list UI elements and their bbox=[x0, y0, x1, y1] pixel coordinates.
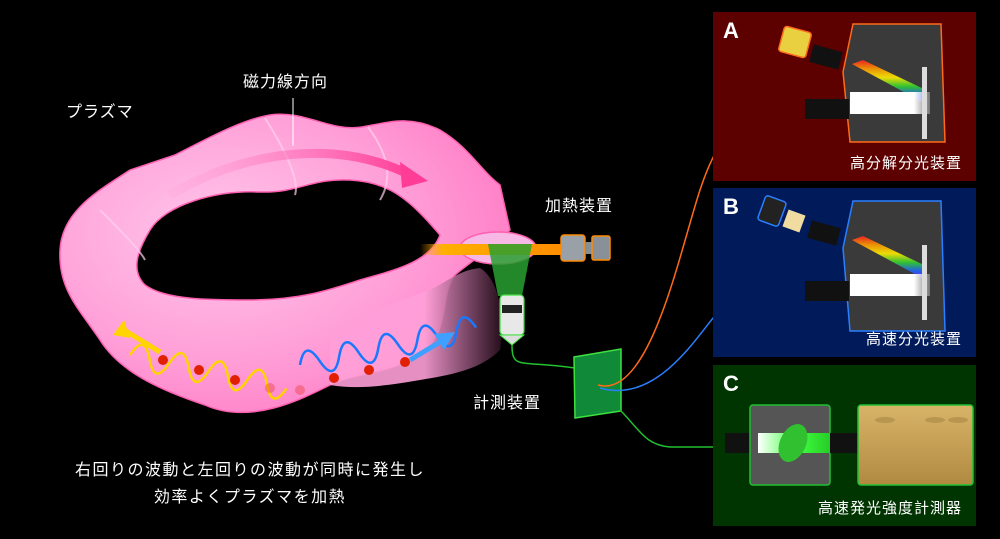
input-port bbox=[725, 433, 755, 453]
input-beam bbox=[850, 274, 930, 296]
diagram-caption: 右回りの波動と左回りの波動が同時に発生し 効率よくプラズマを加熱 bbox=[0, 456, 500, 510]
fiber-to-panel-c bbox=[619, 409, 735, 448]
heating-device-label: 加熱装置 bbox=[545, 196, 614, 215]
plasma-fade-section bbox=[330, 268, 502, 388]
dispersed-beam bbox=[852, 236, 926, 280]
right-wave-arrowhead-icon bbox=[434, 332, 455, 350]
panel-caption: 高速分光装置 bbox=[865, 330, 962, 348]
wave-right-handed bbox=[298, 316, 478, 373]
panel-c-high-speed-emission-meter: C 高速発光強度計測器 bbox=[713, 365, 976, 526]
left-wave-path bbox=[128, 343, 288, 400]
caption-line-2: 効率よくプラズマを加熱 bbox=[153, 487, 347, 506]
plasma-torus bbox=[59, 113, 537, 414]
objective-tip bbox=[498, 334, 526, 346]
panel-caption: 高分解分光装置 bbox=[849, 154, 962, 172]
left-wave-arrow-shaft bbox=[122, 327, 162, 355]
camera-adapter bbox=[782, 209, 806, 233]
input-beam bbox=[850, 92, 930, 114]
camera-icon bbox=[778, 25, 812, 59]
particle bbox=[265, 383, 275, 393]
input-port bbox=[805, 281, 849, 301]
particle bbox=[400, 357, 410, 367]
objective-lens bbox=[499, 294, 525, 336]
fiber-green-to-hub bbox=[511, 344, 576, 369]
grating bbox=[922, 245, 927, 320]
spectrometer-illustration bbox=[778, 23, 946, 143]
detector-box bbox=[857, 404, 974, 486]
right-wave-path bbox=[298, 316, 478, 373]
camera-lens bbox=[809, 44, 843, 70]
particle bbox=[230, 375, 240, 385]
spectrometer-box bbox=[842, 200, 946, 332]
particle bbox=[364, 365, 374, 375]
observation-cone bbox=[488, 244, 532, 296]
filter-lens bbox=[778, 424, 808, 462]
heating-device-head bbox=[591, 235, 611, 261]
wave-left-handed bbox=[113, 320, 288, 400]
right-wave-arrow-shaft bbox=[408, 339, 442, 363]
camera-lens bbox=[807, 220, 841, 246]
plasma-twist-line bbox=[99, 209, 146, 261]
magnetic-field-arrow bbox=[167, 98, 428, 199]
emission-meter-illustration bbox=[725, 404, 974, 486]
particles bbox=[158, 355, 410, 395]
observation-system bbox=[488, 244, 576, 369]
detector-vent bbox=[948, 417, 968, 423]
plasma-label: プラズマ bbox=[66, 102, 134, 121]
particle bbox=[194, 365, 204, 375]
panel-letter: A bbox=[723, 18, 739, 43]
panel-a-high-resolution-spectrometer: A 高分解分光装置 bbox=[713, 12, 976, 181]
caption-line-1: 右回りの波動と左回りの波動が同時に発生し bbox=[74, 460, 425, 479]
output-port bbox=[830, 433, 860, 453]
magnetic-direction-label: 磁力線方向 bbox=[243, 72, 329, 91]
field-arrow-head bbox=[400, 162, 428, 188]
detector-vent bbox=[925, 417, 945, 423]
camera-icon bbox=[757, 195, 787, 227]
input-port bbox=[805, 99, 849, 119]
panel-letter: C bbox=[723, 371, 739, 396]
panel-caption: 高速発光強度計測器 bbox=[817, 499, 962, 517]
heating-device-body bbox=[560, 234, 586, 262]
detector-vent bbox=[875, 417, 895, 423]
objective-band bbox=[502, 305, 522, 313]
heating-device-neck bbox=[585, 242, 593, 254]
spectrometer-illustration bbox=[757, 195, 946, 332]
measurement-hub[interactable] bbox=[573, 348, 622, 419]
panel-letter: B bbox=[723, 194, 739, 219]
particle bbox=[158, 355, 168, 365]
grating bbox=[922, 67, 927, 139]
field-arrow-shaft bbox=[167, 148, 413, 199]
particle bbox=[329, 373, 339, 383]
particle bbox=[295, 385, 305, 395]
measurement-device-label: 計測装置 bbox=[473, 393, 542, 412]
panel-b-high-speed-spectrometer: B 高速分光装置 bbox=[713, 188, 976, 357]
plasma-twist-line bbox=[264, 117, 297, 196]
